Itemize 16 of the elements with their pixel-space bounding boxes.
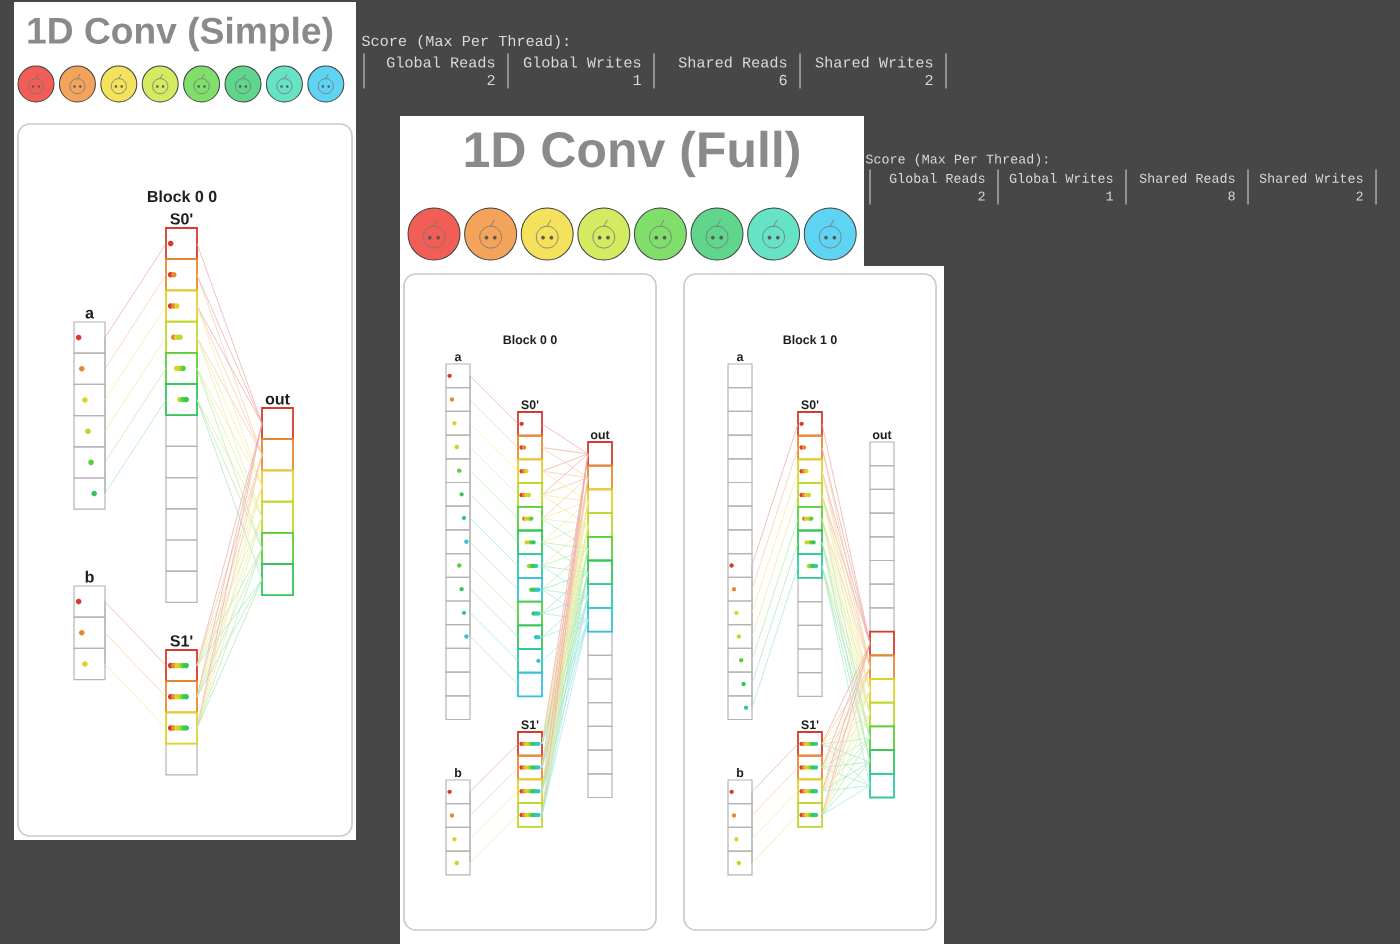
connector-lines	[104, 243, 167, 495]
connector-lines	[821, 643, 871, 816]
connector-lines	[469, 375, 519, 685]
connector-lines	[104, 601, 167, 729]
connector-lines	[541, 453, 589, 816]
array-label: S1'	[170, 635, 193, 647]
array-label: a	[85, 309, 95, 319]
array-label: S0'	[170, 213, 193, 225]
array-label: b	[85, 570, 94, 583]
connector-lines	[469, 743, 519, 864]
connector-lines	[196, 243, 263, 580]
connector-lines	[821, 423, 871, 786]
connector-lines	[751, 743, 799, 864]
connector-lines	[751, 423, 799, 709]
array-label: out	[265, 393, 290, 405]
connector-lines	[196, 423, 263, 729]
